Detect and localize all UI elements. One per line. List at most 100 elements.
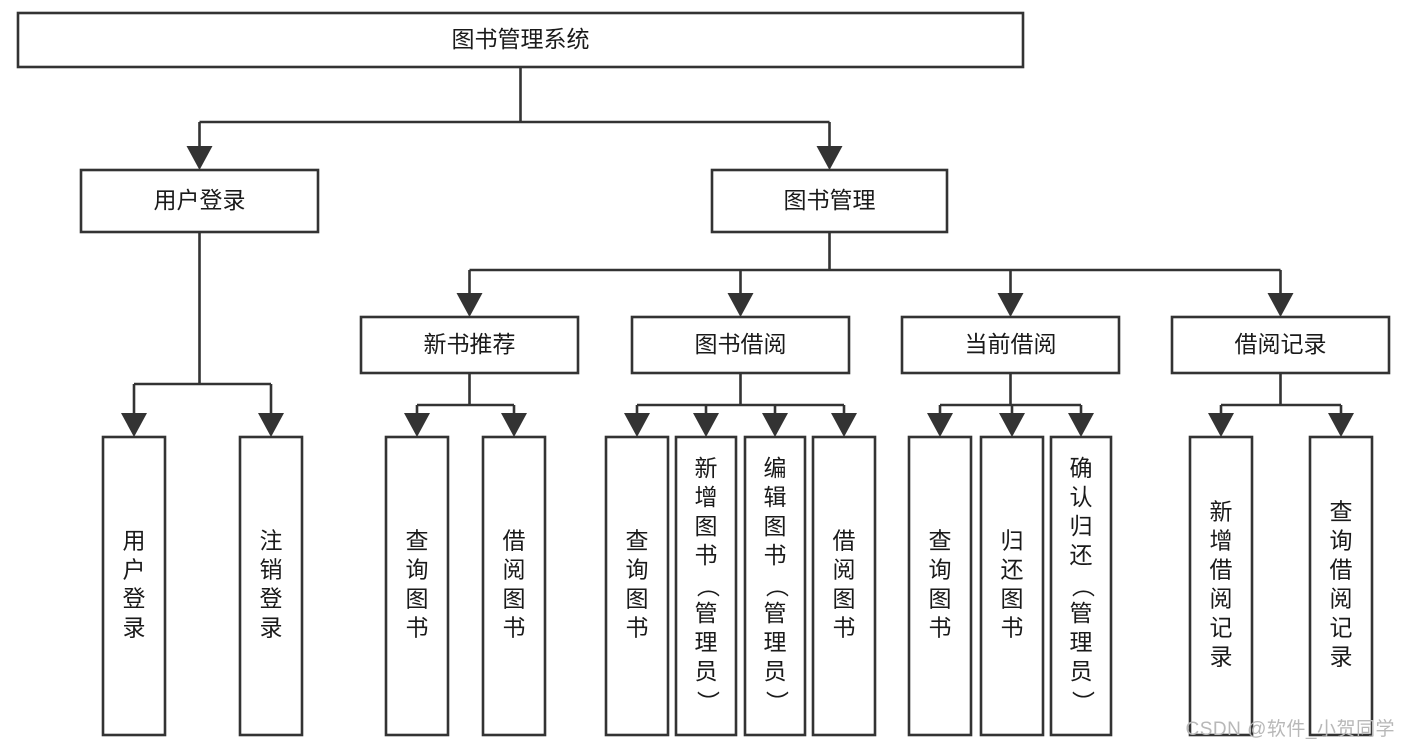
node-label-char: 阅 (1330, 586, 1353, 612)
node-box[interactable] (674, 435, 738, 737)
connector-arrowhead (456, 293, 483, 317)
node-current-borrow[interactable]: 当前借阅 (900, 315, 1121, 375)
node-label-char: 查 (929, 528, 952, 554)
node-box[interactable] (1188, 435, 1254, 737)
node-box[interactable] (1170, 315, 1391, 375)
node-label-char: 记 (1210, 615, 1233, 641)
node-label-char: 登 (123, 586, 146, 612)
node-label: 当前借阅 (965, 331, 1057, 357)
node-label-char: 新 (695, 455, 718, 481)
node-box[interactable] (604, 435, 670, 737)
node-label-char: 用 (123, 528, 146, 554)
node-box[interactable] (1308, 435, 1374, 737)
node-box[interactable] (979, 435, 1045, 737)
node-label-char: 书 (695, 542, 718, 568)
node-box[interactable] (811, 435, 877, 737)
node-label-char: 询 (406, 557, 429, 583)
connector-group-borrow-record (1208, 373, 1354, 437)
node-book-borrow[interactable]: 图书借阅 (630, 315, 851, 375)
node-book-manage[interactable]: 图书管理 (710, 168, 949, 234)
connector-arrowhead (831, 413, 857, 437)
node-label-char: 图 (626, 586, 649, 612)
connector-arrowhead (762, 413, 788, 437)
node-label-char: 还 (1001, 557, 1024, 583)
node-label: 借阅记录 (1235, 331, 1327, 357)
connector-arrowhead (693, 413, 719, 437)
connector-group-root (186, 67, 843, 170)
node-label: 用户登录 (154, 187, 246, 213)
connector-arrowhead (727, 293, 754, 317)
node-borrow-record[interactable]: 借阅记录 (1170, 315, 1391, 375)
node-label-char: 记 (1330, 615, 1353, 641)
connector-group-current-borrow (927, 373, 1094, 437)
node-label-char: 阅 (1210, 586, 1233, 612)
connector-arrowhead (1068, 413, 1094, 437)
node-label-char: 录 (1210, 644, 1233, 670)
node-label-char: 询 (929, 557, 952, 583)
node-box[interactable] (900, 315, 1121, 375)
node-label-char: 阅 (833, 557, 856, 583)
node-label-char: 销 (260, 557, 283, 583)
node-label-char: 员 (764, 658, 787, 684)
connector-arrowhead (501, 413, 527, 437)
node-box[interactable] (79, 168, 320, 234)
node-label-char: 书 (1001, 615, 1024, 641)
node-label-char: 查 (1330, 499, 1353, 525)
node-box[interactable] (710, 168, 949, 234)
node-label-char: 书 (406, 615, 429, 641)
node-label-char: 员 (695, 658, 718, 684)
connector-arrowhead (186, 146, 213, 170)
connector-group-user-login (121, 232, 284, 437)
node-label-char: 图 (1001, 586, 1024, 612)
node-box[interactable] (743, 435, 807, 737)
node-label-char: 归 (1070, 513, 1093, 539)
node-label-char: （ (695, 575, 721, 598)
node-label-char: 确 (1070, 455, 1093, 481)
node-box[interactable] (101, 435, 167, 737)
node-leaf-user-login[interactable]: 用户登录 (101, 435, 167, 737)
node-box[interactable] (481, 435, 547, 737)
node-box[interactable] (1049, 435, 1113, 737)
connectors-layer (121, 67, 1354, 437)
node-label-char: （ (764, 575, 790, 598)
node-label-char: ） (1070, 691, 1096, 714)
node-box[interactable] (907, 435, 973, 737)
node-label-char: 书 (626, 615, 649, 641)
node-root[interactable]: 图书管理系统 (16, 11, 1025, 69)
node-new-book-rec[interactable]: 新书推荐 (359, 315, 580, 375)
node-label-char: ） (695, 691, 721, 714)
node-label-char: 增 (695, 484, 718, 510)
node-label-char: 管 (764, 600, 787, 626)
node-label-char: 管 (1070, 600, 1093, 626)
node-label-char: 查 (626, 528, 649, 554)
node-label-char: 认 (1070, 484, 1093, 510)
node-label-char: 注 (260, 528, 283, 554)
node-label: 图书管理系统 (452, 26, 590, 52)
connector-arrowhead (816, 146, 843, 170)
nodes-layer: 图书管理系统用户登录图书管理新书推荐图书借阅当前借阅借阅记录用户登录注销登录查询… (16, 11, 1391, 737)
node-box[interactable] (16, 11, 1025, 69)
node-user-login[interactable]: 用户登录 (79, 168, 320, 234)
node-label: 图书借阅 (695, 331, 787, 357)
node-label-char: 查 (406, 528, 429, 554)
connector-arrowhead (927, 413, 953, 437)
node-label: 图书管理 (784, 187, 876, 213)
node-box[interactable] (630, 315, 851, 375)
node-box[interactable] (384, 435, 450, 737)
node-box[interactable] (238, 435, 304, 737)
watermark-label: CSDN @软件_小贺同学 (1185, 719, 1395, 740)
node-box[interactable] (359, 315, 580, 375)
